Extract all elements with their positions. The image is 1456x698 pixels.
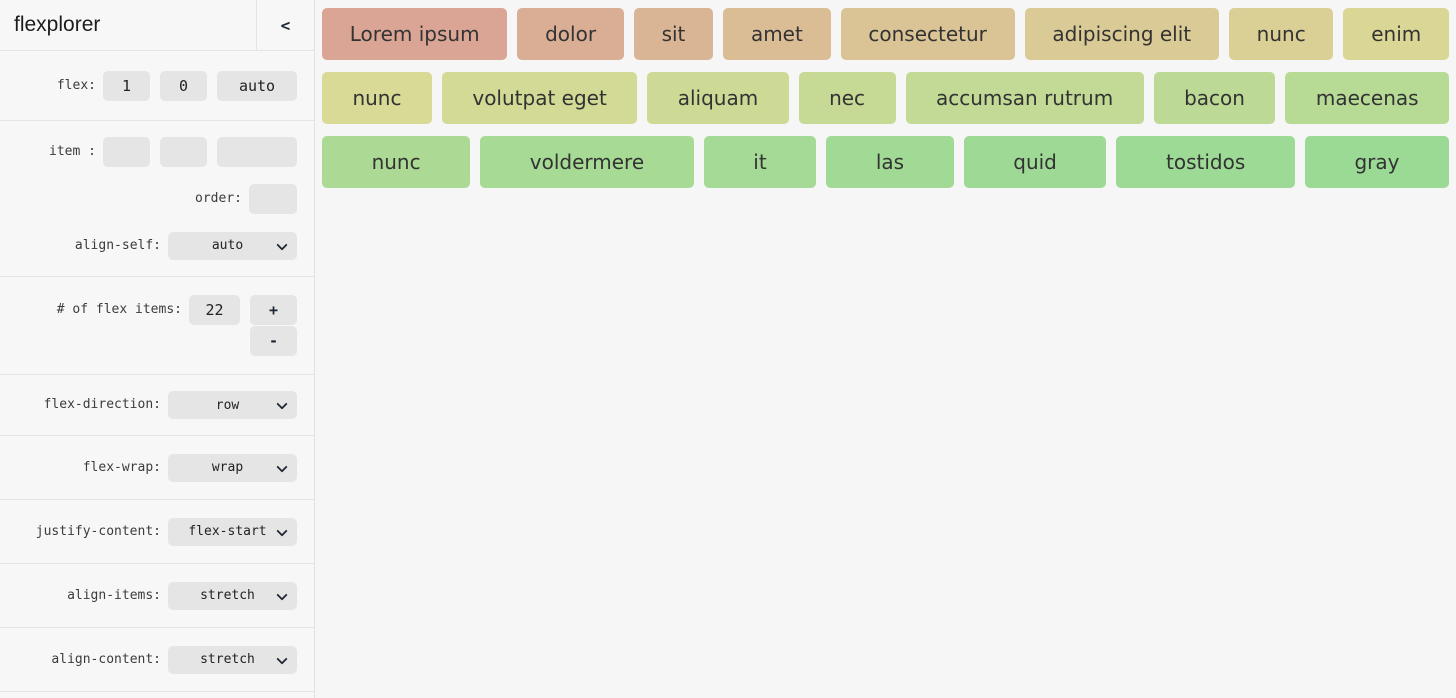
flex-item[interactable]: tostidos <box>1116 136 1295 188</box>
flex-item[interactable]: volutpat eget <box>441 72 638 124</box>
flex-shrink-input[interactable] <box>160 70 207 101</box>
section-item-count: # of flex items: + - <box>0 277 314 375</box>
flex-grow-input[interactable] <box>103 70 150 101</box>
justify-content-select[interactable]: flex-start <box>168 517 297 546</box>
collapse-sidebar-button[interactable]: < <box>256 0 314 50</box>
flex-item[interactable]: nec <box>798 72 896 124</box>
chevron-down-icon <box>276 524 288 537</box>
order-label: order: <box>195 190 242 206</box>
section-flex: flex: <box>0 51 314 121</box>
section-flex-direction: flex-direction: row <box>0 375 314 436</box>
flex-item[interactable]: amet <box>723 8 831 60</box>
flex-direction-label: flex-direction: <box>43 397 161 412</box>
flex-item[interactable]: las <box>826 136 954 188</box>
flex-item[interactable]: adipiscing elit <box>1024 8 1219 60</box>
flex-item[interactable]: nunc <box>1228 8 1334 60</box>
flex-item[interactable]: aliquam <box>647 72 789 124</box>
app-title: flexplorer <box>14 13 101 36</box>
align-content-label: align-content: <box>51 651 161 667</box>
flex-wrap-select[interactable]: wrap <box>168 453 297 482</box>
chevron-down-icon <box>276 238 288 251</box>
section-item: item : order: align-self: auto <box>0 121 314 277</box>
flex-item[interactable]: gray <box>1304 136 1450 188</box>
sidebar: flexplorer < flex: item : order: <box>0 0 315 698</box>
flex-item[interactable]: nunc <box>322 72 432 124</box>
align-items-select[interactable]: stretch <box>168 581 297 610</box>
remove-item-button[interactable]: - <box>250 326 297 356</box>
item-label: item : <box>49 143 96 159</box>
align-items-label: align-items: <box>67 587 161 603</box>
flex-wrap-label: flex-wrap: <box>82 459 161 475</box>
flex-item[interactable]: quid <box>963 136 1107 188</box>
flex-item[interactable]: nunc <box>322 136 471 188</box>
chevron-down-icon <box>276 460 288 473</box>
section-flex-wrap: flex-wrap: wrap <box>0 436 314 500</box>
flex-item[interactable]: maecenas <box>1285 72 1449 124</box>
flex-item[interactable]: voldermere <box>480 136 694 188</box>
item-flex-basis-input[interactable] <box>217 136 297 167</box>
flex-item[interactable]: accumsan rutrum <box>905 72 1144 124</box>
item-count-stepper: + - <box>250 295 297 356</box>
align-self-label: align-self: <box>74 237 161 253</box>
align-self-select[interactable]: auto <box>168 231 297 260</box>
flex-direction-select[interactable]: row <box>168 391 297 419</box>
sidebar-header: flexplorer < <box>0 0 314 51</box>
flex-item[interactable]: it <box>703 136 817 188</box>
align-content-select[interactable]: stretch <box>168 645 297 674</box>
section-align-content: align-content: stretch <box>0 628 314 692</box>
chevron-down-icon <box>276 588 288 601</box>
justify-content-label: justify-content: <box>35 523 161 539</box>
flex-item[interactable]: enim <box>1343 8 1450 60</box>
flex-item[interactable]: dolor <box>517 8 624 60</box>
flex-item[interactable]: sit <box>633 8 714 60</box>
flex-item[interactable]: consectetur <box>840 8 1015 60</box>
item-count-input[interactable] <box>189 295 240 325</box>
order-input[interactable] <box>249 183 297 214</box>
add-item-button[interactable]: + <box>250 295 297 325</box>
section-align-items: align-items: stretch <box>0 564 314 628</box>
flex-item[interactable]: Lorem ipsum <box>322 8 508 60</box>
chevron-down-icon <box>276 652 288 665</box>
flex-label: flex: <box>56 77 96 93</box>
item-count-label: # of flex items: <box>56 302 182 317</box>
flex-basis-input[interactable] <box>217 70 297 101</box>
flex-item[interactable]: bacon <box>1153 72 1276 124</box>
section-justify-content: justify-content: flex-start <box>0 500 314 564</box>
item-flex-grow-input[interactable] <box>103 136 150 167</box>
chevron-down-icon <box>276 398 288 410</box>
item-flex-shrink-input[interactable] <box>160 136 207 167</box>
